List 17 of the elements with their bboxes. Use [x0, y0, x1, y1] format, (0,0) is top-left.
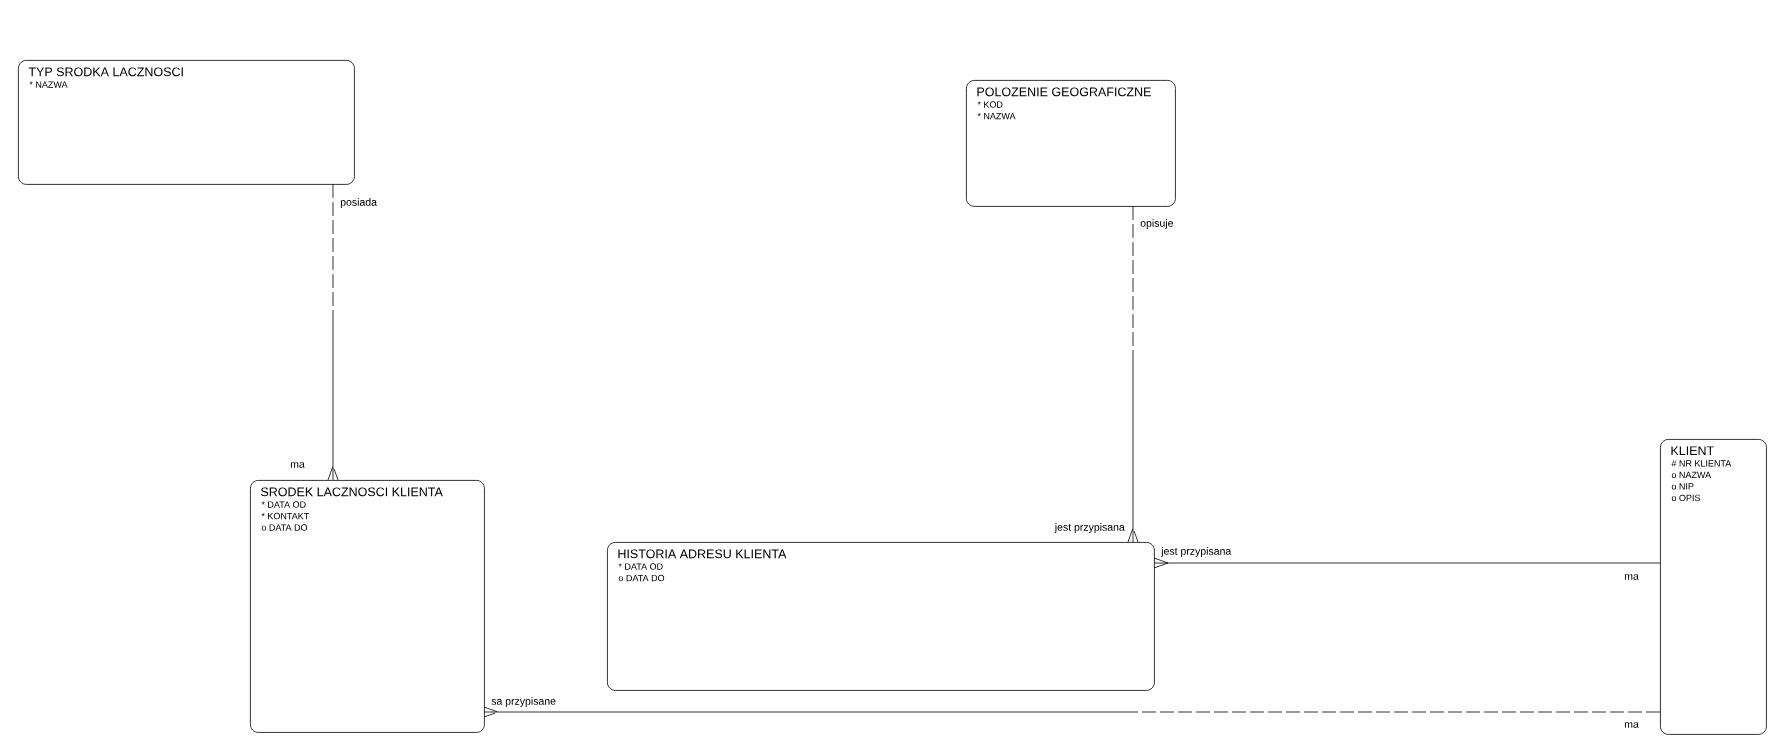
relationship-line — [1153, 557, 1661, 569]
edge-label: ma — [1623, 573, 1640, 581]
entity-box: HISTORIA ADRESU KLIENTA * DATA OD o DATA DO — [607, 542, 1155, 691]
edge-label: posiada — [339, 197, 378, 209]
entity-box: POLOZENIE GEOGRAFICZNE * KOD * NAZWA — [966, 80, 1176, 207]
relationship-line — [1127, 205, 1139, 543]
entity-box: SRODEK LACZNOSCI KLIENTA * DATA OD * KONTAKT o DATA DO — [250, 480, 485, 733]
role-label: jest przypisana — [1053, 522, 1126, 534]
role-label: jest przypisana — [1160, 546, 1233, 558]
role-label: sa przypisane — [490, 696, 557, 708]
role-label: ma — [289, 461, 306, 469]
relationship-line — [327, 183, 339, 481]
entity-box: KLIENT # NR KLIENTA o NAZWA o NIP o OPIS — [1660, 439, 1767, 735]
entity-box: TYP SRODKA LACZNOSCI * NAZWA — [18, 60, 355, 185]
edge-label: opisuje — [1139, 218, 1175, 230]
relationship-line — [483, 706, 1661, 718]
edge-label: ma — [1623, 721, 1640, 729]
